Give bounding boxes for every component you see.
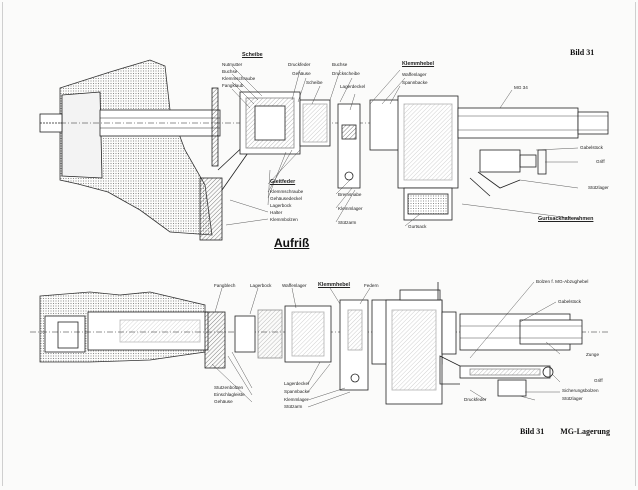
figure-number-top: Bild 31	[570, 48, 595, 57]
label-stutzenbolzen: Stutzenbolzen	[214, 385, 244, 390]
label-buchse: Buchse	[222, 69, 238, 74]
label-einschlagleiste: Einschlagleiste	[214, 392, 245, 397]
label-bolzen-mg-abzughebel: Bolzen f. MG-Abzughebel	[536, 279, 589, 284]
label-spannbacke: Spannbacke	[402, 80, 428, 85]
label-federn: Federn	[364, 283, 379, 288]
label-waffenlager-bottom: Waffenlager	[282, 283, 307, 288]
label-gabelstueck-bottom: Gabelstück	[558, 299, 581, 304]
bottom-leader-lines	[211, 281, 561, 408]
label-scheibe: Scheibe	[242, 52, 263, 58]
label-mg34: MG 34	[514, 85, 528, 90]
label-nutmutter: Nutmutter	[222, 62, 243, 67]
figure-caption-text: MG-Lagerung	[560, 427, 611, 436]
top-view-drawing	[39, 59, 610, 241]
label-waffenlager: Waffenlager	[402, 72, 427, 77]
label-spannbacke-bottom: Spannbacke	[284, 389, 310, 394]
label-halter: Halter	[270, 210, 283, 215]
label-druckfeder-bottom: Druckfeder	[464, 397, 487, 402]
label-zunge: Zunge	[586, 352, 600, 357]
label-gehaeuse-bottom: Gehäuse	[214, 399, 233, 404]
label-klemmlager-top: Klemmlager	[338, 206, 363, 211]
label-lagerbock-bottom: Lagerbock	[250, 283, 272, 288]
figure-number-bottom: Bild 31	[520, 427, 545, 436]
label-gehaeuse: Gehäuse	[292, 71, 311, 76]
label-scheibe2: Scheibe	[306, 80, 323, 85]
label-gleitfeder: Gleitfeder	[270, 179, 296, 185]
label-gabelstueck-top: Gabelstück	[580, 145, 603, 150]
label-stuetzlager-bottom: Stützlager	[562, 396, 583, 401]
label-griff-bottom: Griff	[594, 378, 603, 383]
label-druckscheibe: Druckscheibe	[332, 71, 360, 76]
label-gurtsackhalterahmen: Gurtsackhalterahmen	[538, 216, 594, 222]
label-klemmschraube2: Klemmschraube	[270, 189, 304, 194]
label-fangklaub: Fangklaub	[222, 83, 244, 88]
label-gurtsack: Gurtsack	[408, 224, 427, 229]
label-stuetzarm-top: Stützarm	[338, 220, 357, 225]
label-klemmhebel: Klemmhebel	[402, 61, 435, 67]
label-bremsnabe: Bremsnabe	[338, 192, 362, 197]
label-gehaeusedeckel: Gehäusedeckel	[270, 196, 302, 201]
label-griff-top: Griff	[596, 159, 605, 164]
label-lagerdeckel: Lagerdeckel	[340, 84, 366, 89]
top-leader-lines	[225, 65, 579, 227]
label-fangblech: Fangblech	[214, 283, 236, 288]
label-lagerdeckel-bottom: Lagerdeckel	[284, 381, 310, 386]
label-klemmhebel-bottom: Klemmhebel	[318, 282, 351, 288]
label-klemmbolzen: Klemmbolzen	[270, 217, 298, 222]
view-title-aufriss: Aufriß	[274, 236, 310, 250]
label-lagerbock-top: Lagerbock	[270, 203, 292, 208]
figure-caption-bottom: Bild 31 MG-Lagerung	[520, 427, 610, 436]
label-buchse2: Buchse	[332, 62, 348, 67]
label-sicherungsbolzen: Sicherungsbolzen	[562, 388, 599, 393]
label-klemmlager-bottom: Klemmlager	[284, 397, 309, 402]
label-stuetzlager-top: Stützlager	[588, 185, 609, 190]
label-klemmschraube: Klemmschraube	[222, 76, 256, 81]
bottom-view-drawing	[30, 282, 610, 405]
label-druckfeder: Druckfeder	[288, 62, 311, 67]
label-stuetzarm-bottom: Stützarm	[284, 404, 303, 409]
